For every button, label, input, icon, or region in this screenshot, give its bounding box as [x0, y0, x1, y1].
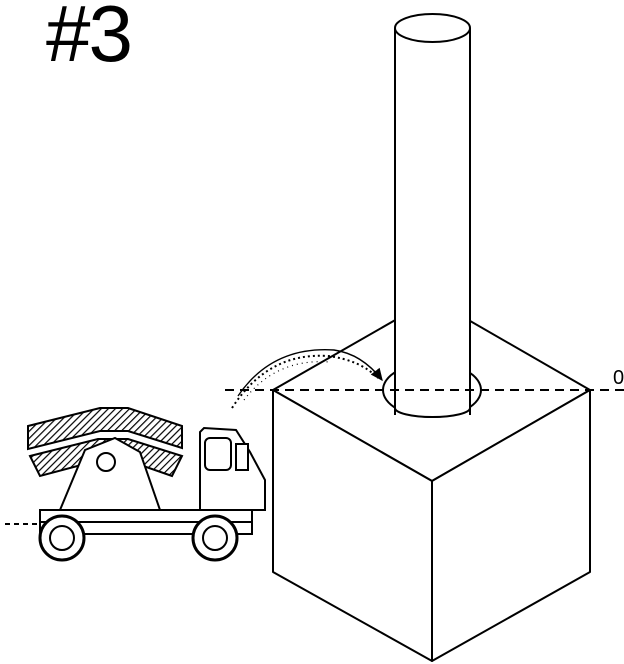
cab-window [204, 437, 232, 471]
column-body [395, 28, 470, 416]
figure-number: #3 [46, 0, 133, 78]
pour-arrow [231, 349, 383, 409]
column-top [394, 13, 471, 43]
cube-right-face [431, 389, 591, 662]
cab-door-window [235, 443, 249, 471]
edge-label: 0 [613, 367, 624, 389]
pump-truck [5, 407, 266, 562]
truck-boom [27, 407, 183, 451]
column-base-arc [394, 407, 471, 418]
column [382, 13, 482, 418]
turret-pivot [96, 452, 116, 472]
